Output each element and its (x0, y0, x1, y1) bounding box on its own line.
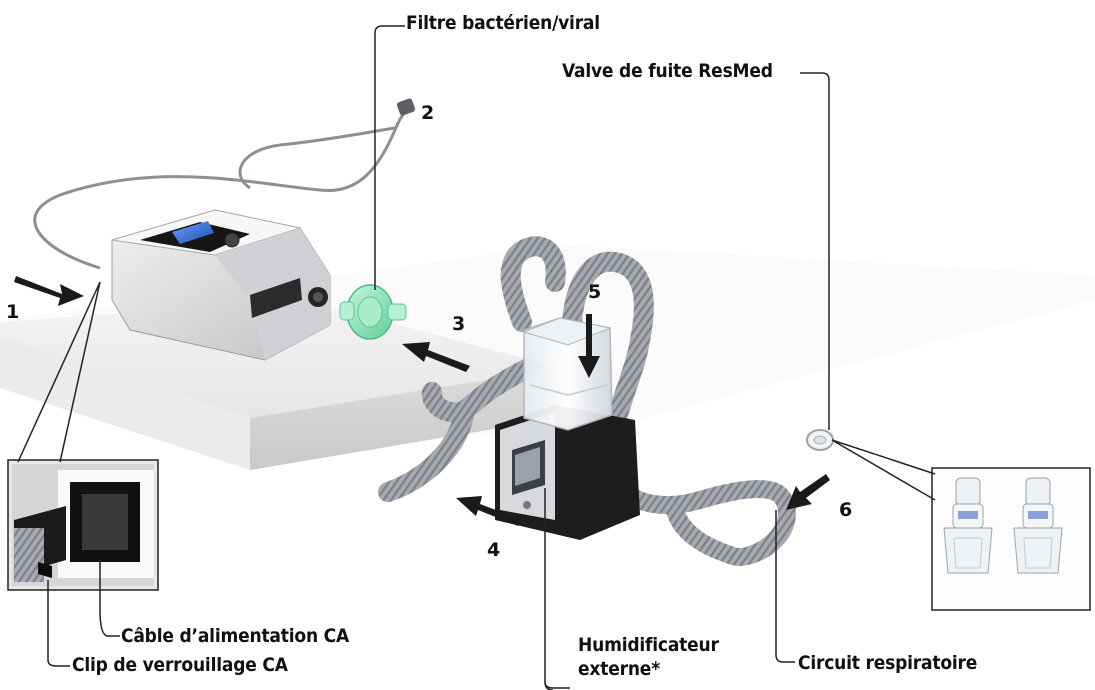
plug-icon (396, 98, 416, 117)
leak-valve-icon (807, 430, 833, 450)
label-power-cable: Câble d’alimentation CA (121, 625, 349, 647)
power-cord-loop (240, 128, 395, 188)
number-4: 4 (487, 540, 500, 560)
number-6: 6 (839, 500, 852, 520)
power-inset (8, 460, 158, 590)
control-knob-icon (225, 233, 239, 247)
label-humidifier-line2: externe* (578, 658, 660, 680)
arrow-6-icon (786, 474, 830, 510)
label-lock-clip: Clip de verrouillage CA (72, 654, 288, 676)
number-1: 1 (6, 302, 19, 322)
label-circuit: Circuit respiratoire (798, 652, 977, 674)
humidifier-button-icon (523, 501, 531, 509)
arrow-1-icon (14, 276, 84, 306)
label-leak-valve: Valve de fuite ResMed (562, 60, 773, 82)
label-filter: Filtre bactérien/viral (406, 12, 600, 34)
number-2: 2 (421, 103, 434, 123)
number-3: 3 (452, 314, 465, 334)
number-5: 5 (588, 282, 601, 302)
valve-inset (932, 468, 1090, 610)
label-humidifier-line1: Humidificateur (578, 634, 719, 656)
